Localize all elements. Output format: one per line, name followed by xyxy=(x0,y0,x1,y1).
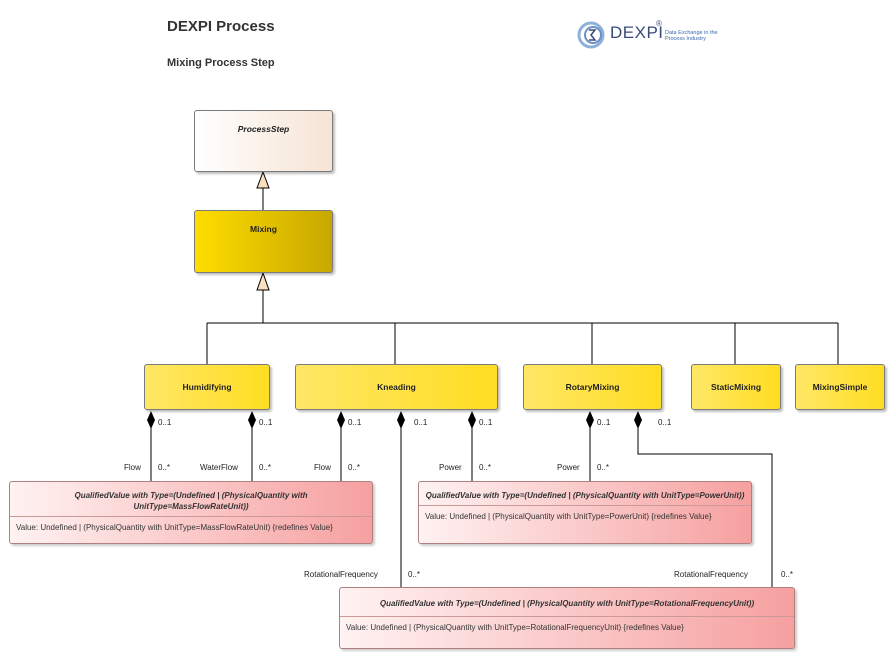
composition-diamond xyxy=(634,411,642,429)
composition-diamond xyxy=(586,411,594,429)
multiplicity-label: 0..1 xyxy=(158,418,172,427)
association-rotary-rotfreq xyxy=(637,428,773,587)
role-label-rotational-frequency: RotationalFrequency xyxy=(674,570,748,579)
qualified-value-power-body: Value: Undefined | (PhysicalQuantity wit… xyxy=(425,512,712,521)
role-label-flow: Flow xyxy=(124,463,141,472)
multiplicity-label: 0..1 xyxy=(348,418,362,427)
role-label-power: Power xyxy=(557,463,580,472)
role-label-flow: Flow xyxy=(314,463,331,472)
class-humidifying[interactable]: Humidifying xyxy=(144,364,270,410)
diagram-subtitle: Mixing Process Step xyxy=(167,57,275,69)
class-rotarymixing[interactable]: RotaryMixing xyxy=(523,364,662,410)
composition-diamond xyxy=(468,411,476,429)
qualified-value-power[interactable]: QualifiedValue with Type=(Undefined | (P… xyxy=(418,481,752,544)
role-label-waterflow: WaterFlow xyxy=(200,463,238,472)
class-mixing[interactable]: Mixing xyxy=(194,210,333,273)
dexpi-logo: DEXPI ® Data Exchange in the Process Ind… xyxy=(576,19,726,54)
qualified-value-massflow-body: Value: Undefined | (PhysicalQuantity wit… xyxy=(16,523,333,532)
composition-diamond xyxy=(248,411,256,429)
multiplicity-label: 0..* xyxy=(781,570,794,579)
logo-registered-mark: ® xyxy=(656,19,662,28)
generalization-arrow-processstep xyxy=(256,170,270,189)
composition-diamond xyxy=(397,411,405,429)
qualified-value-massflow-head: QualifiedValue with Type=(Undefined | (P… xyxy=(10,482,372,517)
qualified-value-power-head: QualifiedValue with Type=(Undefined | (P… xyxy=(419,482,751,506)
multiplicity-label: 0..1 xyxy=(479,418,493,427)
multiplicity-label: 0..1 xyxy=(414,418,428,427)
dexpi-logo-icon xyxy=(577,21,605,49)
multiplicity-label: 0..* xyxy=(259,463,272,472)
qualified-value-massflow[interactable]: QualifiedValue with Type=(Undefined | (P… xyxy=(9,481,373,544)
qualified-value-rotfreq-head: QualifiedValue with Type=(Undefined | (P… xyxy=(340,588,794,617)
logo-tagline: Data Exchange in the Process Industry xyxy=(665,30,718,42)
class-staticmixing[interactable]: StaticMixing xyxy=(691,364,781,410)
multiplicity-label: 0..* xyxy=(597,463,610,472)
class-processstep[interactable]: ProcessStep xyxy=(194,110,333,172)
role-label-rotational-frequency: RotationalFrequency xyxy=(304,570,378,579)
logo-name: DEXPI xyxy=(610,23,664,42)
qualified-value-rotfreq-body: Value: Undefined | (PhysicalQuantity wit… xyxy=(346,623,684,632)
multiplicity-label: 0..1 xyxy=(597,418,611,427)
multiplicity-label: 0..1 xyxy=(259,418,273,427)
composition-diamond xyxy=(337,411,345,429)
class-kneading[interactable]: Kneading xyxy=(295,364,498,410)
multiplicity-label: 0..* xyxy=(479,463,492,472)
diagram-title: DEXPI Process xyxy=(167,18,275,35)
multiplicity-label: 0..1 xyxy=(658,418,672,427)
multiplicity-label: 0..* xyxy=(348,463,361,472)
role-label-power: Power xyxy=(439,463,462,472)
composition-diamond xyxy=(147,411,155,429)
multiplicity-label: 0..* xyxy=(158,463,171,472)
generalization-arrow-mixing xyxy=(256,271,270,291)
qualified-value-rotfreq[interactable]: QualifiedValue with Type=(Undefined | (P… xyxy=(339,587,795,649)
multiplicity-label: 0..* xyxy=(408,570,421,579)
class-mixingsimple[interactable]: MixingSimple xyxy=(795,364,885,410)
